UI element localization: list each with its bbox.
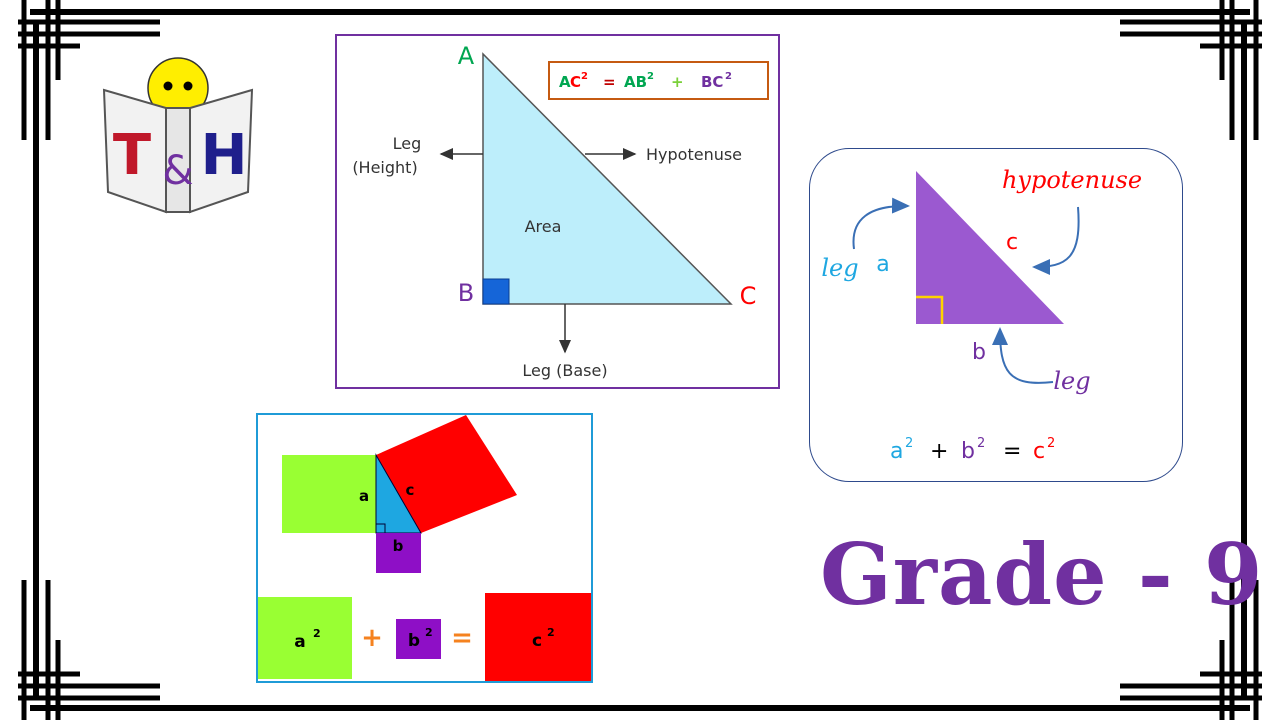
vertex-a-label: A [458, 42, 475, 70]
card-eq-a: a [890, 439, 903, 464]
card-hypotenuse-word: hypotenuse [1002, 166, 1142, 194]
card-side-b: b [972, 340, 986, 365]
card-eq-equals: = [1003, 439, 1021, 464]
arrow-hypotenuse-icon [1032, 206, 1080, 275]
formula-equals: = [603, 73, 616, 91]
th-logo: T & H [102, 57, 254, 214]
formula-bc-exp: 2 [725, 71, 732, 82]
right-angle-marker [482, 278, 510, 305]
sq-c-label: c [532, 631, 542, 651]
side-b-label: b [393, 537, 404, 555]
card-leg-word-bottom: leg [1053, 367, 1090, 395]
sq-a-label: a [294, 632, 305, 652]
sq-a-exp: 2 [313, 627, 321, 640]
formula-ab-exp: 2 [647, 71, 654, 82]
formula-ab: AB [624, 73, 647, 91]
pythagorean-squares-panel: a c b a 2 + b 2 = c 2 [256, 413, 593, 683]
right-triangle-panel: A B C A C 2 = AB 2 + BC 2 Leg (Height) H… [335, 34, 780, 389]
formula-box [548, 61, 769, 100]
card-eq-b: b [961, 439, 975, 464]
logo-ampersand: & [162, 148, 193, 194]
card-eq-c: c [1033, 439, 1045, 464]
card-eq-b-exp: 2 [977, 436, 985, 451]
sq-equals: = [451, 623, 473, 653]
leg-height-label-line2: (Height) [352, 158, 417, 177]
hypotenuse-label: Hypotenuse [646, 145, 742, 164]
formula-ac-exp: 2 [581, 71, 588, 82]
leg-height-label-line1: Leg [393, 134, 422, 153]
card-eq-a-exp: 2 [905, 436, 913, 451]
smiley-left-eye [163, 81, 173, 91]
right-triangle-diagram: A B C A C 2 = AB 2 + BC 2 Leg (Height) H… [352, 42, 769, 380]
purple-triangle [916, 171, 1064, 324]
smiley-right-eye [183, 81, 193, 91]
square-a-bottom [258, 597, 352, 679]
main-triangle-shape [482, 52, 733, 305]
card-eq-c-exp: 2 [1047, 436, 1055, 451]
vertex-b-label: B [458, 279, 474, 307]
square-c-bottom [485, 593, 593, 681]
area-label: Area [525, 217, 562, 236]
pythagorean-squares-diagram: a c b a 2 + b 2 = c 2 [258, 415, 593, 681]
square-c-top [376, 415, 517, 533]
logo-letter-h: H [201, 123, 248, 188]
labeled-triangle-card: a c b hypotenuse leg leg a 2 + b 2 = c 2 [809, 148, 1183, 482]
square-a-top [282, 455, 376, 533]
arrow-leg-bottom-icon [992, 327, 1054, 384]
labeled-triangle-diagram: a c b hypotenuse leg leg a 2 + b 2 = c 2 [821, 166, 1142, 464]
right-angle-marker-yellow [916, 295, 944, 324]
open-book-icon [102, 88, 254, 214]
square-b-top [376, 533, 421, 573]
frame-corners [18, 0, 1262, 720]
formula-ac-c: C [570, 73, 581, 91]
sq-c-exp: 2 [547, 626, 555, 639]
square-b-bottom [396, 619, 441, 659]
arrow-leg-left-icon [852, 197, 910, 250]
card-eq-plus: + [930, 439, 948, 464]
formula-bc: BC [701, 73, 723, 91]
grade-title: Grade - 9 [820, 525, 1264, 624]
sq-b-exp: 2 [425, 626, 433, 639]
side-c-label: c [406, 481, 415, 499]
sq-b-label: b [408, 631, 420, 651]
formula-plus: + [671, 73, 684, 91]
card-side-c: c [1006, 230, 1018, 255]
sq-plus: + [361, 623, 383, 653]
logo-letter-t: T [113, 123, 151, 188]
frame-lines [30, 9, 1250, 711]
card-side-a: a [876, 252, 889, 277]
leg-base-label: Leg (Base) [522, 361, 607, 380]
card-leg-word-left: leg [821, 254, 858, 282]
formula-ac-a: A [559, 73, 571, 91]
side-a-label: a [359, 487, 369, 505]
vertex-c-label: C [740, 282, 757, 310]
